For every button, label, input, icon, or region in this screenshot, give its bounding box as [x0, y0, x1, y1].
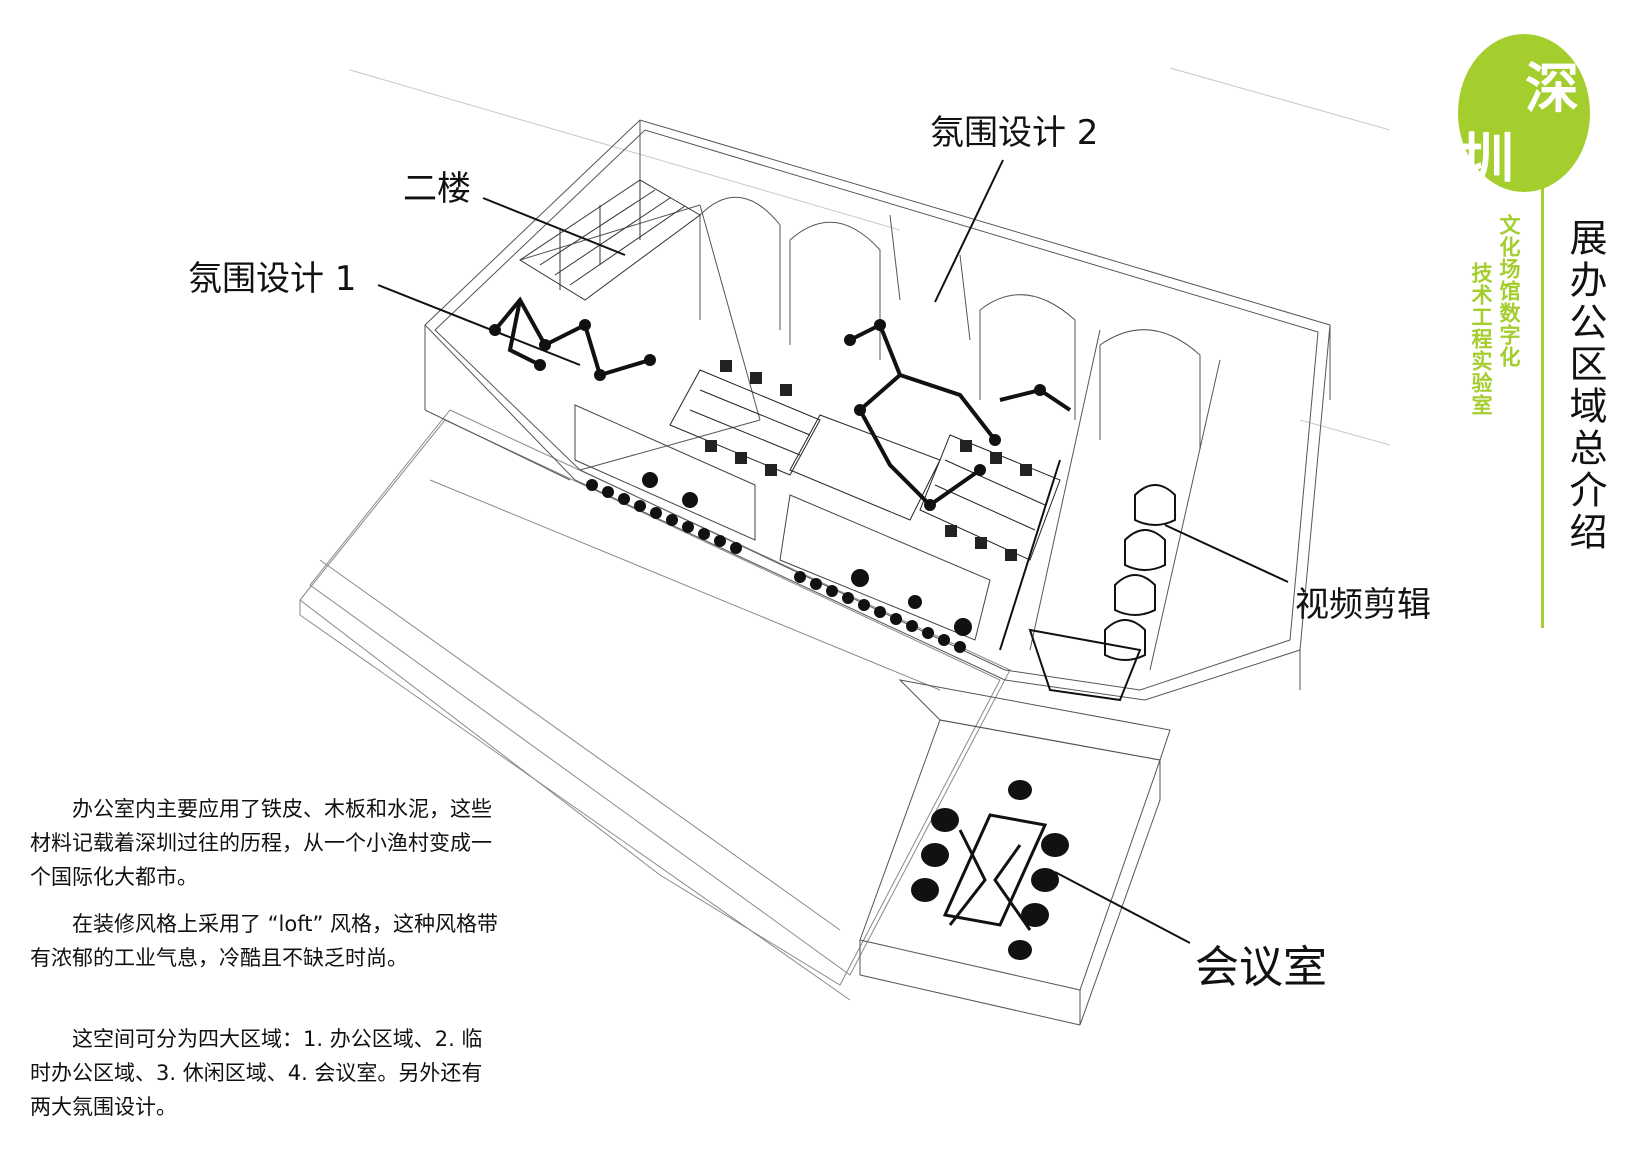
pendant-dots	[642, 472, 972, 636]
leader-second-floor	[482, 197, 626, 256]
leader-atmosphere-2	[934, 159, 1004, 303]
brand-subtitle-col2: 技术工程实验室	[1469, 262, 1493, 416]
leader-atmosphere-1	[377, 284, 581, 366]
counter-chairs	[586, 479, 966, 653]
brand-char-top: 深	[1525, 57, 1579, 120]
description-paragraph-1: 办公室内主要应用了铁皮、木板和水泥，这些材料记载着深圳过往的历程，从一个小渔村变…	[30, 797, 492, 889]
leader-meeting-room	[1054, 871, 1191, 944]
ground-slab	[299, 409, 1011, 1001]
callout-leaders	[377, 159, 1289, 944]
meeting-table	[942, 813, 1048, 931]
callout-atmosphere-1: 氛围设计 1	[188, 259, 357, 299]
brand-char-bottom: 圳	[1460, 127, 1514, 190]
description-paragraph-3: 这空间可分为四大区域：1. 办公区域、2. 临时办公区域、3. 休闲区域、4. …	[30, 1027, 483, 1119]
atmosphere-lamp-1	[493, 296, 651, 378]
building-walls	[424, 119, 1331, 701]
callout-meeting-room: 会议室	[1195, 942, 1327, 993]
description-paragraph-2: 在装修风格上采用了 “loft” 风格，这种风格带有浓郁的工业气息，冷酷且不缺乏…	[30, 912, 499, 970]
video-editing-booth	[999, 459, 1176, 702]
front-counters	[574, 404, 991, 641]
brand-logo-circle	[1458, 34, 1590, 192]
atmosphere-lamp-2-bulbs	[844, 319, 1046, 511]
callout-second-floor: 二楼	[403, 169, 471, 209]
atmosphere-lamp-1-bulbs	[489, 319, 656, 381]
leader-video-editing	[1164, 524, 1289, 583]
atmosphere-lamp-2	[849, 322, 1072, 508]
meeting-chairs	[911, 780, 1069, 960]
background-guides	[349, 67, 1391, 446]
brand-subtitle-col1: 文化场馆数字化	[1497, 214, 1521, 368]
callout-atmosphere-2: 氛围设计 2	[930, 113, 1099, 153]
meeting-room-enclosure	[859, 679, 1171, 1026]
panel-title: 展办公区域总介绍	[1563, 218, 1607, 554]
second-floor-shelves	[519, 179, 701, 301]
workstation-chairs	[705, 360, 1032, 561]
callout-video-editing: 视频剪辑	[1295, 585, 1431, 625]
brand-divider-line	[1541, 150, 1544, 628]
